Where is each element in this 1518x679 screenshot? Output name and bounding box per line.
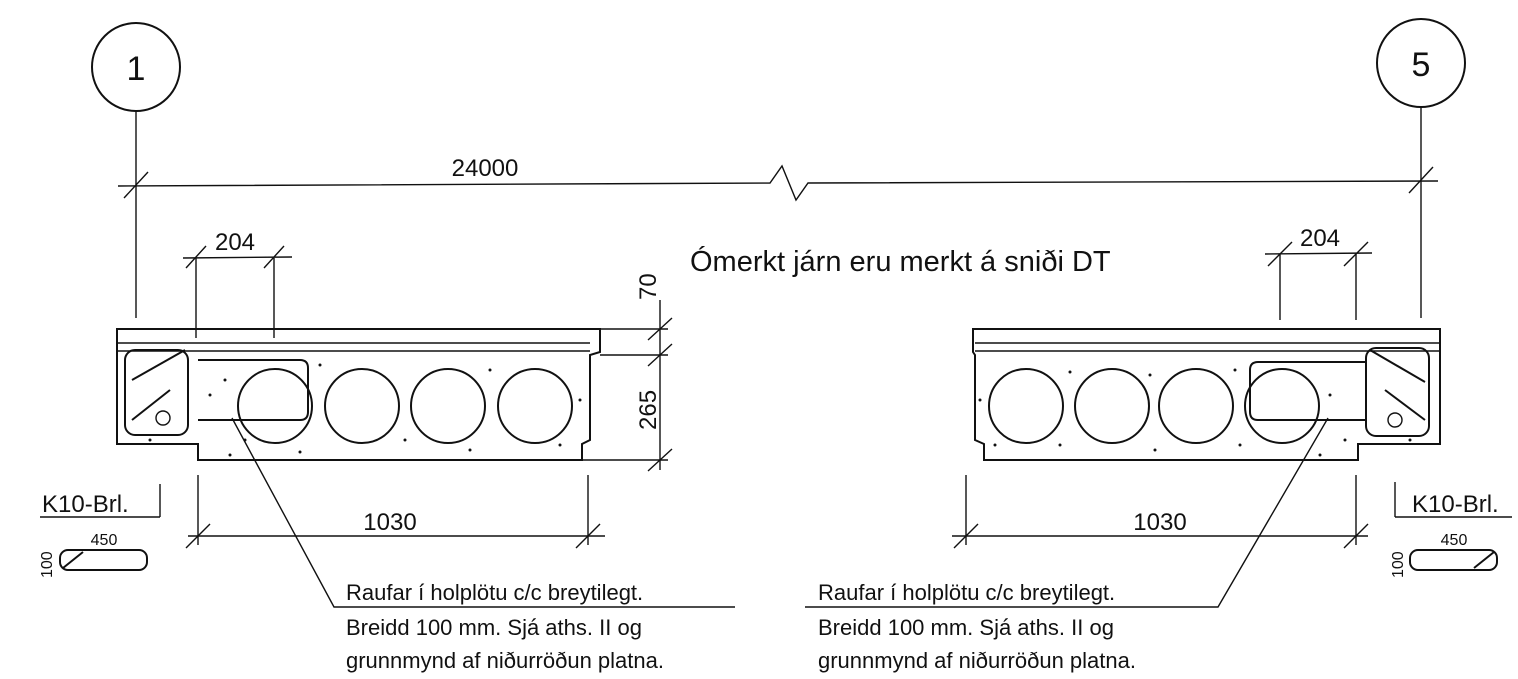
hollow-core	[497, 368, 573, 444]
left-bottom-dimension: 1030	[363, 509, 416, 536]
slot-rebar	[1249, 361, 1366, 421]
right-beam-label: K10-Brl.	[1412, 491, 1499, 518]
callout-leader	[231, 417, 735, 608]
right-stirrup-height: 100	[1390, 551, 1407, 578]
stirrup-shape	[59, 549, 148, 571]
left-stirrup-length: 450	[91, 532, 118, 549]
dimension-line	[1264, 252, 1373, 255]
left-callout: Raufar í holplötu c/c breytilegt. Breidd…	[346, 580, 664, 673]
hollow-core	[324, 368, 400, 444]
dimension-tick	[1343, 241, 1369, 267]
stirrup-hook	[1473, 551, 1495, 569]
left-stirrup-height: 100	[39, 551, 56, 578]
edge-beam-stirrup	[1365, 347, 1430, 437]
hollow-core	[1158, 368, 1234, 444]
overall-dimension-text: 24000	[452, 155, 519, 182]
dimension-tick	[1267, 241, 1293, 267]
dimension-tick	[1408, 166, 1434, 194]
dimension-tick	[953, 523, 979, 549]
stirrup-shape	[1409, 549, 1498, 571]
rebar	[1369, 349, 1426, 383]
note-title: Ómerkt járn eru merkt á sniði DT	[690, 245, 1111, 278]
slot-rebar	[198, 359, 309, 421]
right-callout-line-1: Raufar í holplötu c/c breytilegt.	[818, 580, 1115, 605]
dimension-line	[182, 256, 293, 259]
dimension-tick	[123, 171, 149, 199]
left-vertical-dim-70: 70	[635, 273, 662, 300]
dimension-tick	[185, 245, 207, 269]
concrete-hatch	[978, 368, 1412, 457]
right-hollowcore-section: 204 1030 K10-Brl.	[805, 225, 1512, 608]
hollow-core	[237, 368, 313, 444]
slab-outline	[116, 328, 601, 461]
right-bottom-dimension: 1030	[1133, 509, 1186, 536]
grid-label-5: 5	[1412, 46, 1431, 84]
dimension-tick	[1343, 523, 1369, 549]
gridline-5: 5	[1376, 18, 1466, 318]
callout-leader	[805, 417, 1329, 608]
right-top-dimension: 204	[1300, 225, 1340, 252]
left-callout-line-1: Raufar í holplötu c/c breytilegt.	[346, 580, 643, 605]
left-top-dimension: 204	[215, 229, 255, 256]
dimension-tick	[263, 245, 285, 269]
dimension-tick	[647, 343, 673, 367]
dimension-tick	[185, 523, 211, 549]
right-callout-line-2: Breidd 100 mm. Sjá aths. II og	[818, 615, 1114, 640]
rebar-dot	[1387, 412, 1403, 428]
dimension-tick	[575, 523, 601, 549]
gridline-1: 1	[91, 22, 181, 318]
hollow-core	[988, 368, 1064, 444]
left-beam-label: K10-Brl.	[42, 491, 129, 518]
hollow-core	[1244, 368, 1320, 444]
rebar	[131, 349, 186, 381]
rebar	[131, 389, 171, 421]
grid-label-1: 1	[127, 50, 146, 88]
right-callout-line-3: grunnmynd af niðurröðun platna.	[818, 648, 1136, 673]
slab-outline	[972, 328, 1441, 461]
hollow-core	[1074, 368, 1150, 444]
dimension-tick	[647, 317, 673, 341]
left-callout-line-2: Breidd 100 mm. Sjá aths. II og	[346, 615, 642, 640]
dimension-tick	[647, 448, 673, 472]
right-stirrup-length: 450	[1441, 532, 1468, 549]
rebar	[1384, 389, 1426, 421]
left-vertical-dim-265: 265	[635, 390, 662, 430]
overall-dimension-line	[117, 164, 1439, 202]
rebar-dot	[155, 410, 171, 426]
stirrup-hook	[62, 551, 84, 569]
edge-beam-stirrup	[124, 349, 189, 436]
left-hollowcore-section: 204 70 265	[39, 229, 735, 608]
left-callout-line-3: grunnmynd af niðurröðun platna.	[346, 648, 664, 673]
overall-dimension: 24000	[117, 155, 1439, 202]
concrete-hatch	[148, 363, 582, 457]
hollow-core	[410, 368, 486, 444]
right-callout: Raufar í holplötu c/c breytilegt. Breidd…	[818, 580, 1136, 673]
